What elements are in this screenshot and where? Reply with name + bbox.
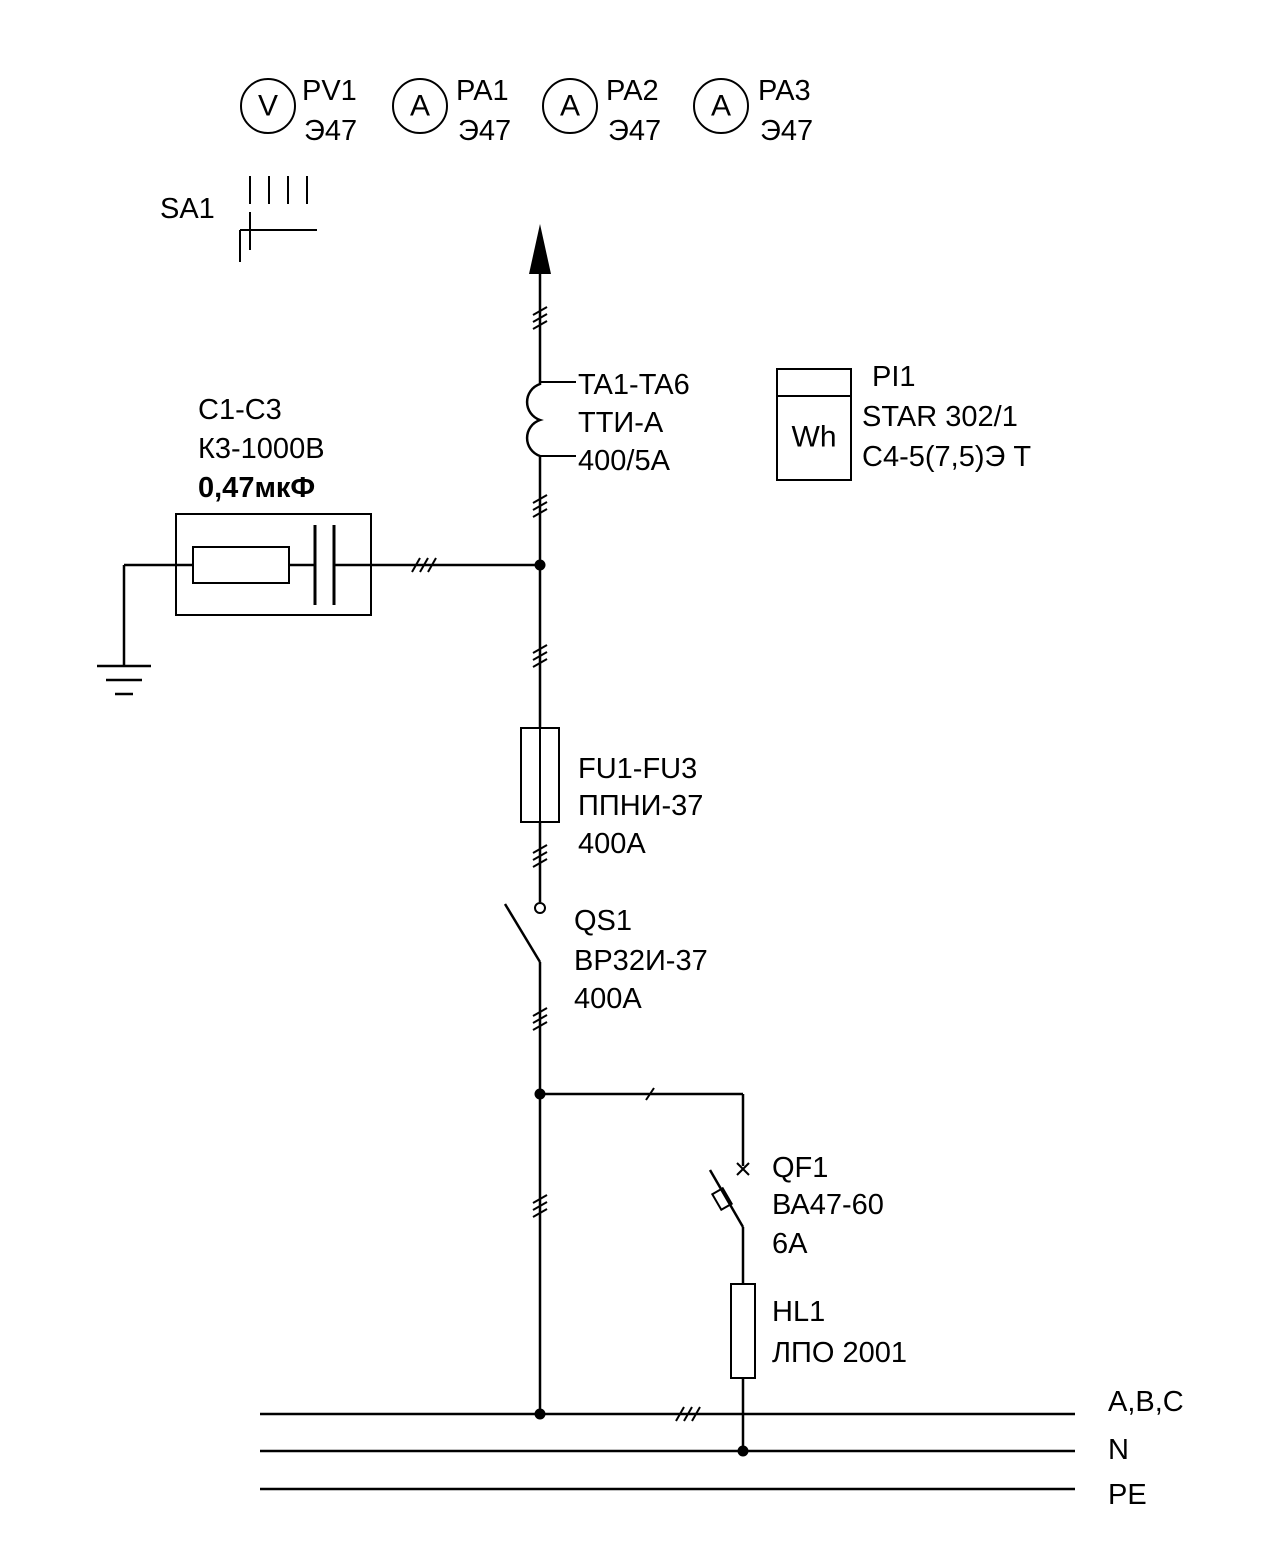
bus-abc: A,B,C xyxy=(260,1386,1184,1422)
energy-meter-model: STAR 302/1 xyxy=(862,401,1018,433)
three-phase-mark-icon xyxy=(532,1007,548,1031)
fuses-fu: FU1-FU3 ППНИ-37 400А xyxy=(520,727,703,860)
ammeter-circle-icon xyxy=(392,78,448,134)
current-transformer-icon xyxy=(525,380,576,458)
three-phase-mark-icon xyxy=(532,306,548,330)
three-phase-mark-icon xyxy=(532,844,548,868)
three-phase-mark-icon xyxy=(532,494,548,518)
meter-designation: PA3 xyxy=(758,75,811,107)
lamp-icon xyxy=(730,1283,756,1379)
energy-meter-pi1: Wh PI1 STAR 302/1 С4-5(7,5)Э Т xyxy=(776,361,1031,481)
voltmeter-circle-icon xyxy=(240,78,296,134)
meter-type: Э47 xyxy=(760,115,813,147)
capacitor-designation: C1-C3 xyxy=(198,394,282,426)
capacitor-bank: C1-C3 К3-1000В 0,47мкФ xyxy=(97,394,546,696)
meter-designation: PV1 xyxy=(302,75,357,107)
meter-type: Э47 xyxy=(458,115,511,147)
capacitor-type: К3-1000В xyxy=(198,433,325,465)
switch-designation: SA1 xyxy=(160,193,215,225)
disconnector-rating: 400А xyxy=(574,983,642,1015)
ammeter-circle-icon xyxy=(693,78,749,134)
junction-dot xyxy=(534,559,546,571)
circuit-breaker-icon xyxy=(708,1162,750,1284)
meter-designation: PA1 xyxy=(456,75,509,107)
bus-label: A,B,C xyxy=(1108,1386,1184,1418)
ammeter-pa1: A PA1 Э47 xyxy=(392,75,511,147)
switch-sa1-icon xyxy=(239,176,317,262)
ammeter-symbol: A xyxy=(560,90,580,123)
bus-label: PE xyxy=(1108,1479,1147,1511)
capacitor-icon xyxy=(124,513,540,616)
bus-pe: PE xyxy=(260,1479,1147,1511)
junction-dot xyxy=(534,1408,546,1420)
breaker-type: ВА47-60 xyxy=(772,1189,884,1221)
lamp-type: ЛПО 2001 xyxy=(772,1337,907,1369)
bus-n: N xyxy=(260,1434,1129,1466)
voltmeter-symbol: V xyxy=(258,90,278,123)
current-transformer-ta: TA1-TA6 ТТИ-А 400/5А xyxy=(525,369,690,477)
disconnector-type: ВР32И-37 xyxy=(574,945,708,977)
capacitor-value: 0,47мкФ xyxy=(198,472,315,504)
signal-branch: QF1 ВА47-60 6А HL1 ЛПО 2001 xyxy=(534,1087,907,1451)
three-phase-mark-icon xyxy=(532,1194,548,1218)
ammeter-pa2: A PA2 Э47 xyxy=(542,75,661,147)
breaker-designation: QF1 xyxy=(772,1152,828,1184)
ammeter-symbol: A xyxy=(711,90,731,123)
disconnector-icon xyxy=(503,902,546,963)
fuse-designation: FU1-FU3 xyxy=(578,753,697,785)
three-phase-mark-icon xyxy=(675,1406,701,1422)
three-phase-mark-icon xyxy=(411,557,437,573)
fuse-type: ППНИ-37 xyxy=(578,790,703,822)
arrow-up-icon xyxy=(529,224,551,274)
single-phase-mark-icon xyxy=(645,1087,655,1101)
ammeter-circle-icon xyxy=(542,78,598,134)
ct-type: ТТИ-А xyxy=(578,407,664,439)
energy-meter-icon xyxy=(776,368,852,481)
energy-meter-designation: PI1 xyxy=(872,361,916,393)
lamp-designation: HL1 xyxy=(772,1296,825,1328)
energy-meter-spec: С4-5(7,5)Э Т xyxy=(862,441,1031,473)
disconnector-designation: QS1 xyxy=(574,905,632,937)
ct-ratio: 400/5А xyxy=(578,445,671,477)
fuse-rating: 400А xyxy=(578,828,646,860)
voltmeter-pv1: V PV1 Э47 xyxy=(240,75,357,147)
disconnector-qs1: QS1 ВР32И-37 400А xyxy=(503,902,708,1015)
ground-icon xyxy=(97,565,151,696)
three-phase-mark-icon xyxy=(532,644,548,668)
bus-label: N xyxy=(1108,1434,1129,1466)
ammeter-pa3: A PA3 Э47 xyxy=(693,75,813,147)
meter-type: Э47 xyxy=(608,115,661,147)
switch-sa1: SA1 xyxy=(160,176,317,262)
ct-designation: TA1-TA6 xyxy=(578,369,690,401)
energy-meter-symbol: Wh xyxy=(792,421,837,454)
ammeter-symbol: A xyxy=(410,90,430,123)
breaker-rating: 6А xyxy=(772,1228,808,1260)
main-feeder-line xyxy=(529,224,551,1414)
junction-dot xyxy=(737,1445,749,1457)
meter-designation: PA2 xyxy=(606,75,659,107)
fuse-icon xyxy=(520,727,560,823)
meter-type: Э47 xyxy=(304,115,357,147)
